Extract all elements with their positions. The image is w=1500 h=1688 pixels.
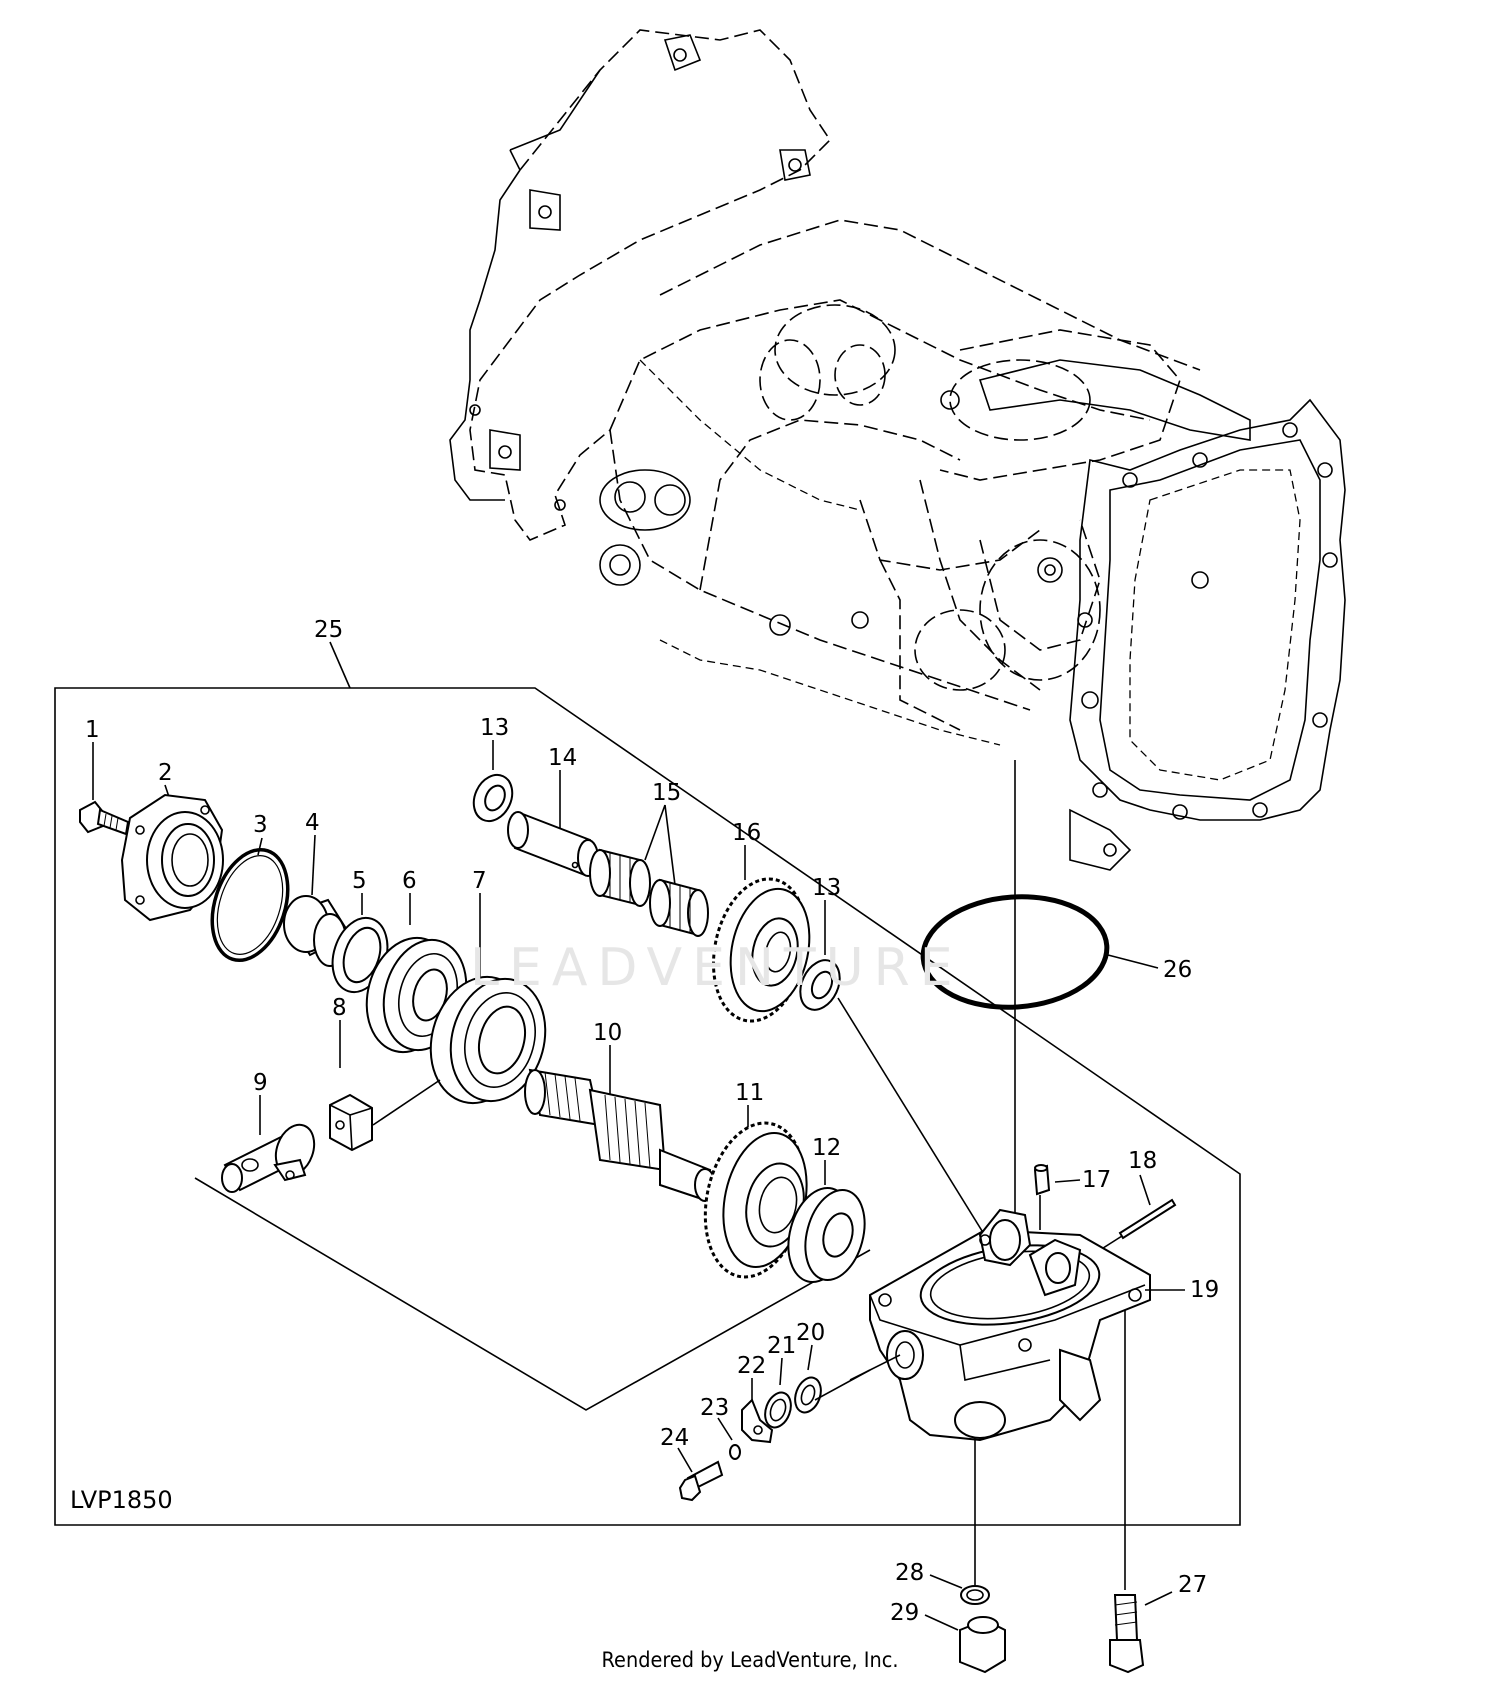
diagram-code: LVP1850 (70, 1486, 173, 1514)
callout-7: 7 (472, 868, 487, 894)
callout-10: 10 (593, 1020, 622, 1046)
callout-25: 25 (314, 617, 343, 643)
part-13-thrust-washer-upper (472, 740, 514, 823)
callout-13-lower: 13 (812, 875, 841, 901)
callout-14: 14 (548, 745, 577, 771)
callout-13-upper: 13 (480, 715, 509, 741)
part-14-shaft-pin (507, 770, 599, 877)
part-7-seal (372, 893, 547, 1126)
callout-18: 18 (1128, 1148, 1157, 1174)
part-3-o-ring (210, 837, 290, 963)
callout-29: 29 (890, 1600, 919, 1626)
callout-16: 16 (732, 820, 761, 846)
callout-12: 12 (812, 1135, 841, 1161)
callout-28: 28 (895, 1560, 924, 1586)
part-9-pin (221, 1095, 316, 1193)
part-12-bearing (787, 1160, 866, 1284)
callout-19: 19 (1190, 1277, 1219, 1303)
part-24-bolt (677, 1447, 724, 1502)
part-29-drain-plug (924, 1614, 1006, 1674)
callout-20: 20 (796, 1320, 825, 1346)
part-28-washer (929, 1574, 990, 1605)
callout-27: 27 (1178, 1572, 1207, 1598)
callout-5: 5 (352, 868, 367, 894)
callout-23: 23 (700, 1395, 729, 1421)
part-22-lock-plate (741, 1378, 774, 1444)
callout-17: 17 (1082, 1167, 1111, 1193)
part-19-case (849, 1208, 1185, 1590)
callout-22: 22 (737, 1353, 766, 1379)
part-23-washer (717, 1417, 741, 1460)
part-6-ball-bearing (365, 893, 468, 1054)
footer-credit: Rendered by LeadVenture, Inc. (601, 1648, 899, 1672)
callout-4: 4 (305, 810, 320, 836)
part-13-thrust-washer-lower (799, 900, 1001, 1261)
part-21-ring (764, 1357, 792, 1429)
callout-24: 24 (660, 1425, 689, 1451)
part-16-gear (712, 845, 811, 1023)
part-2-bearing-housing (120, 784, 224, 922)
callout-8: 8 (332, 995, 347, 1021)
part-20-seal (794, 1344, 822, 1414)
part-15-needle-bearings (589, 804, 709, 937)
callout-3: 3 (253, 812, 268, 838)
watermark: LEADVENTURE (470, 938, 963, 998)
callout-11: 11 (735, 1080, 764, 1106)
assembly-outline (54, 641, 1241, 1526)
callout-2: 2 (158, 760, 173, 786)
part-8-block (329, 1020, 373, 1152)
callout-6: 6 (402, 868, 417, 894)
transmission-housing (449, 29, 1346, 871)
callout-15: 15 (652, 780, 681, 806)
callout-9: 9 (253, 1070, 268, 1096)
callout-1: 1 (85, 717, 100, 743)
callout-26: 26 (1163, 957, 1192, 983)
callout-21: 21 (767, 1333, 796, 1359)
part-17-dowel (1033, 1164, 1081, 1230)
part-27-bolt (1109, 1591, 1173, 1674)
part-10-shaft (524, 1045, 716, 1202)
part-26-large-o-ring (920, 894, 1159, 1010)
part-1-bolt (79, 742, 130, 836)
